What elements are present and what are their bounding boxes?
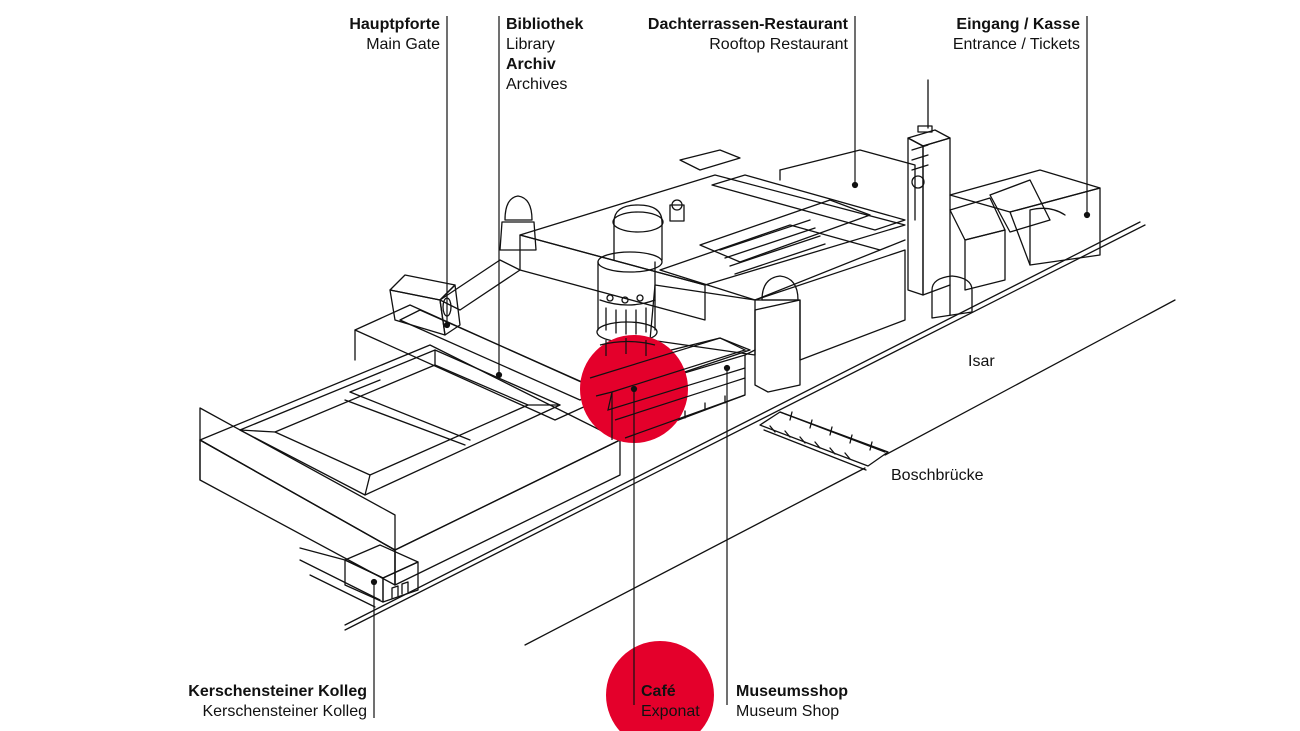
shop-de: Museumsshop bbox=[736, 683, 849, 700]
right-dome-tower bbox=[755, 276, 800, 392]
central-rotunda bbox=[597, 200, 684, 342]
rooftop-en: Rooftop Restaurant bbox=[709, 36, 848, 53]
main-gate-de: Hauptpforte bbox=[349, 16, 440, 33]
label-rooftop-restaurant: Dachterrassen-Restaurant Rooftop Restaur… bbox=[648, 15, 848, 55]
main-gate-en: Main Gate bbox=[366, 36, 440, 53]
library-en: Library bbox=[506, 36, 555, 53]
central-wing bbox=[355, 305, 755, 440]
archive-en: Archives bbox=[506, 76, 568, 93]
cafe-en: Exponat bbox=[641, 703, 700, 720]
label-entrance: Eingang / Kasse Entrance / Tickets bbox=[953, 15, 1080, 55]
main-gate-building bbox=[390, 260, 520, 335]
library-de: Bibliothek bbox=[506, 16, 584, 33]
shop-en: Museum Shop bbox=[736, 703, 840, 720]
kolleg-building bbox=[300, 545, 418, 602]
label-bridge: Boschbrücke bbox=[891, 466, 984, 486]
cafe-legend-dot bbox=[606, 641, 714, 731]
archive-de: Archiv bbox=[506, 56, 556, 73]
river-bank-lines bbox=[300, 222, 1175, 645]
main-hall bbox=[520, 150, 915, 360]
label-library-archive: Bibliothek Library Archiv Archives bbox=[506, 15, 583, 95]
label-kolleg: Kerschensteiner Kolleg Kerschensteiner K… bbox=[188, 682, 367, 722]
entrance-building bbox=[932, 170, 1100, 318]
label-main-gate: Hauptpforte Main Gate bbox=[349, 15, 440, 55]
entrance-en: Entrance / Tickets bbox=[952, 36, 1080, 53]
boschbruecke-bridge bbox=[760, 412, 888, 470]
left-dome-tower bbox=[500, 196, 536, 250]
label-river: Isar bbox=[968, 352, 995, 372]
front-wing bbox=[200, 345, 620, 585]
river-name: Isar bbox=[968, 353, 995, 370]
cafe-overlay-lines bbox=[590, 338, 745, 440]
cafe-de: Café bbox=[641, 683, 676, 700]
label-cafe: Café Exponat bbox=[641, 682, 700, 722]
label-shop: Museumsshop Museum Shop bbox=[736, 682, 848, 722]
kolleg-en: Kerschensteiner Kolleg bbox=[202, 703, 367, 720]
kolleg-de: Kerschensteiner Kolleg bbox=[188, 683, 367, 700]
entrance-de: Eingang / Kasse bbox=[956, 16, 1080, 33]
bridge-name: Boschbrücke bbox=[891, 467, 984, 484]
rooftop-de: Dachterrassen-Restaurant bbox=[647, 16, 848, 33]
clock-tower bbox=[908, 80, 950, 295]
leader-lines bbox=[372, 16, 1090, 718]
